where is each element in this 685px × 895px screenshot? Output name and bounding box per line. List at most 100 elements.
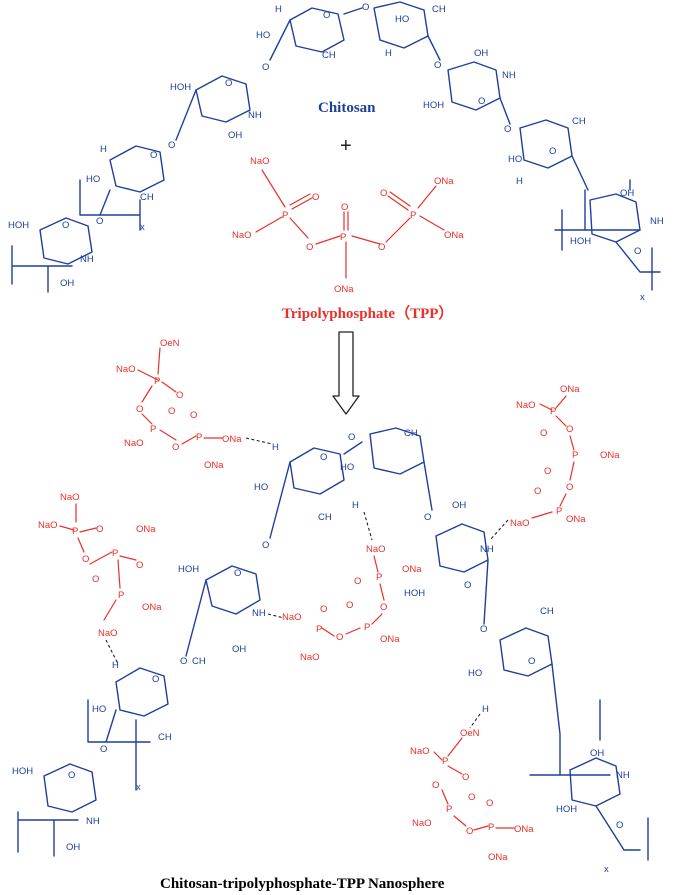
atom-o: O xyxy=(380,188,387,199)
atom-oh: OH xyxy=(60,278,74,289)
atom-o: O xyxy=(320,452,327,463)
atom-ona: ONa xyxy=(514,824,534,835)
atom-p: P xyxy=(340,232,346,243)
atom-o: O xyxy=(528,656,535,667)
atom-nao: NaO xyxy=(412,818,432,829)
atom-nao: NaO xyxy=(116,364,136,375)
atom-ho: HO xyxy=(340,462,354,473)
atom-p: P xyxy=(282,210,288,221)
atom-ho: HO xyxy=(395,14,409,25)
atom-nh2: NH xyxy=(86,816,100,827)
atom-nao: NaO xyxy=(250,156,270,167)
atom-nao: NaO xyxy=(410,746,430,757)
atom-nh2: NH xyxy=(248,110,262,121)
atom-ona: ONa xyxy=(380,634,400,645)
atom-o: O xyxy=(225,78,232,89)
atom-o: O xyxy=(634,246,641,257)
atom-o: O xyxy=(180,656,187,667)
label-chitosan: Chitosan xyxy=(318,100,376,116)
atom-ch2oh: CH xyxy=(404,428,418,439)
atom-o: O xyxy=(424,512,431,523)
atom-p: P xyxy=(196,432,202,443)
atom-hoh2c: HOH xyxy=(556,804,577,815)
atom-h3n: H xyxy=(482,704,489,715)
atom-oh: OH xyxy=(474,48,488,59)
atom-ch2oh: CH xyxy=(158,732,172,743)
atom-nh3: NH xyxy=(480,544,494,555)
atom-o: O xyxy=(136,404,143,415)
atom-o: O xyxy=(486,798,493,809)
atom-o: O xyxy=(168,406,175,417)
atom-hoh2c: HOH xyxy=(423,100,444,111)
atom-o: O xyxy=(348,432,355,443)
atom-nao: NaO xyxy=(510,518,530,529)
nanosphere-chitosan: H HO CH O O HO CH H O OH NH HOH O O HO C… xyxy=(12,427,649,875)
atom-o: O xyxy=(354,576,361,587)
atom-nh2: NH xyxy=(650,216,664,227)
atom-nh2: NH xyxy=(616,770,630,781)
atom-h2n: H xyxy=(516,176,523,187)
atom-o: O xyxy=(234,568,241,579)
atom-ho: HO xyxy=(508,154,522,165)
atom-o: O xyxy=(96,524,103,535)
atom-o: O xyxy=(464,580,471,591)
atom-o: O xyxy=(466,826,473,837)
atom-ona: ONa xyxy=(434,176,454,187)
atom-ona: ONa xyxy=(142,602,162,613)
atom-hoh2c: HOH xyxy=(404,588,425,599)
atom-p: P xyxy=(556,506,562,517)
atom-nao: NaO xyxy=(300,652,320,663)
atom-ho: HO xyxy=(254,482,268,493)
atom-p: P xyxy=(72,526,78,537)
atom-nao: NaO xyxy=(60,492,80,503)
label-tpp: Tripolyphosphate（TPP） xyxy=(282,304,453,322)
atom-nh2: NH xyxy=(502,70,516,81)
atom-o: O xyxy=(566,482,573,493)
atom-ona: ONa xyxy=(222,434,242,445)
reaction-arrow xyxy=(332,331,360,415)
atom-h3n: H xyxy=(352,500,359,511)
atom-o: O xyxy=(306,242,313,253)
atom-nao: NaO xyxy=(366,544,386,555)
atom-ona: ONa xyxy=(488,852,508,863)
atom-oh: OH xyxy=(232,644,246,655)
atom-hoh2c: HOH xyxy=(8,220,29,231)
atom-ch2oh: CH xyxy=(572,116,586,127)
atom-nao: NaO xyxy=(232,230,252,241)
atom-ona: ONa xyxy=(566,514,586,525)
atom-o: O xyxy=(323,10,330,21)
atom-oen: OeN xyxy=(160,338,180,349)
atom-o: O xyxy=(336,632,343,643)
atom-p: P xyxy=(112,548,118,559)
atom-nh2: NH xyxy=(80,254,94,265)
atom-o: O xyxy=(150,150,157,161)
atom-o: O xyxy=(62,220,69,231)
atom-p: P xyxy=(410,210,416,221)
atom-p: P xyxy=(446,804,452,815)
atom-o: O xyxy=(320,604,327,615)
atom-o: O xyxy=(92,574,99,585)
atom-x: x xyxy=(604,864,609,875)
atom-o: O xyxy=(96,216,103,227)
atom-o: O xyxy=(434,60,441,71)
atom-ho: HO xyxy=(92,704,106,715)
atom-o: O xyxy=(346,600,353,611)
atom-nao: NaO xyxy=(38,520,58,531)
atom-h2n: H xyxy=(100,144,107,155)
atom-ona: ONa xyxy=(560,384,580,395)
atom-o: O xyxy=(341,202,348,213)
atom-nao: NaO xyxy=(516,400,536,411)
atom-o: O xyxy=(616,820,623,831)
atom-o: O xyxy=(544,466,551,477)
atom-o: O xyxy=(168,140,175,151)
atom-o: O xyxy=(540,428,547,439)
atom-ch2oh: CH xyxy=(140,192,154,203)
atom-p: P xyxy=(442,756,448,767)
atom-h2n: H xyxy=(275,4,282,15)
atom-o: O xyxy=(462,772,469,783)
chitosan-top: H HO CH O O HO H CH O OH NH HOH O O HO C… xyxy=(8,1,664,303)
atom-h3n: H xyxy=(112,660,119,671)
atom-ch2oh: CH xyxy=(432,4,446,15)
atom-nao: NaO xyxy=(124,438,144,449)
